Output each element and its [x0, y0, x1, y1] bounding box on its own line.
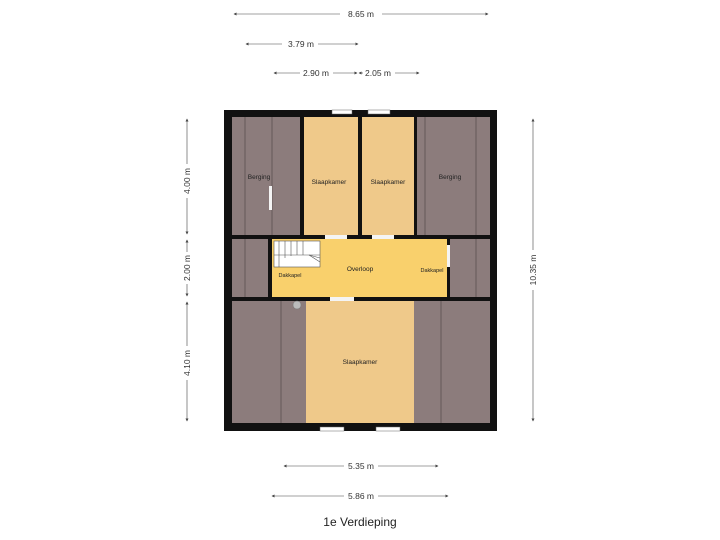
windows — [319, 109, 401, 432]
dim-5-35: 5.35 m — [348, 461, 374, 471]
dimension-lines-bottom — [271, 464, 449, 498]
dim-10-35: 10.35 m — [528, 255, 538, 286]
dim-total-width: 8.65 m — [348, 9, 374, 19]
label-dakkapel-left: Dakkapel — [279, 273, 302, 279]
dim-4-10: 4.10 m — [182, 350, 192, 376]
label-berging-right: Berging — [439, 174, 462, 181]
floor-berging-right — [416, 117, 490, 235]
floor-berging-left — [232, 117, 304, 235]
dim-2-00: 2.00 m — [182, 255, 192, 281]
label-slaapkamer-2: Slaapkamer — [371, 179, 407, 186]
dim-2-90: 2.90 m — [303, 68, 329, 78]
floor-slaapkamer-1 — [304, 117, 358, 235]
floor-bottom-left — [232, 301, 306, 423]
vent-icon — [292, 300, 302, 310]
floor-title: 1e Verdieping — [323, 515, 397, 529]
dim-2-05: 2.05 m — [365, 68, 391, 78]
label-berging-left: Berging — [248, 174, 271, 181]
dimension-lines-top — [233, 12, 489, 75]
label-dakkapel-right: Dakkapel — [421, 268, 444, 274]
dim-4-00: 4.00 m — [182, 168, 192, 194]
dim-3-79: 3.79 m — [288, 39, 314, 49]
label-slaapkamer-3: Slaapkamer — [343, 359, 379, 366]
label-overloop: Overloop — [347, 266, 374, 273]
floor-slaapkamer-2 — [362, 117, 414, 235]
staircase — [273, 240, 321, 268]
slope-lines — [244, 117, 477, 423]
floor-strip-right-mid — [449, 239, 490, 297]
dim-5-86: 5.86 m — [348, 491, 374, 501]
interior-walls — [232, 117, 490, 301]
floor-slaapkamer-3 — [306, 301, 414, 423]
floor-bottom-right — [414, 301, 490, 423]
door-openings — [269, 186, 450, 301]
label-slaapkamer-1: Slaapkamer — [312, 179, 348, 186]
floor-strip-left-mid — [232, 239, 272, 297]
